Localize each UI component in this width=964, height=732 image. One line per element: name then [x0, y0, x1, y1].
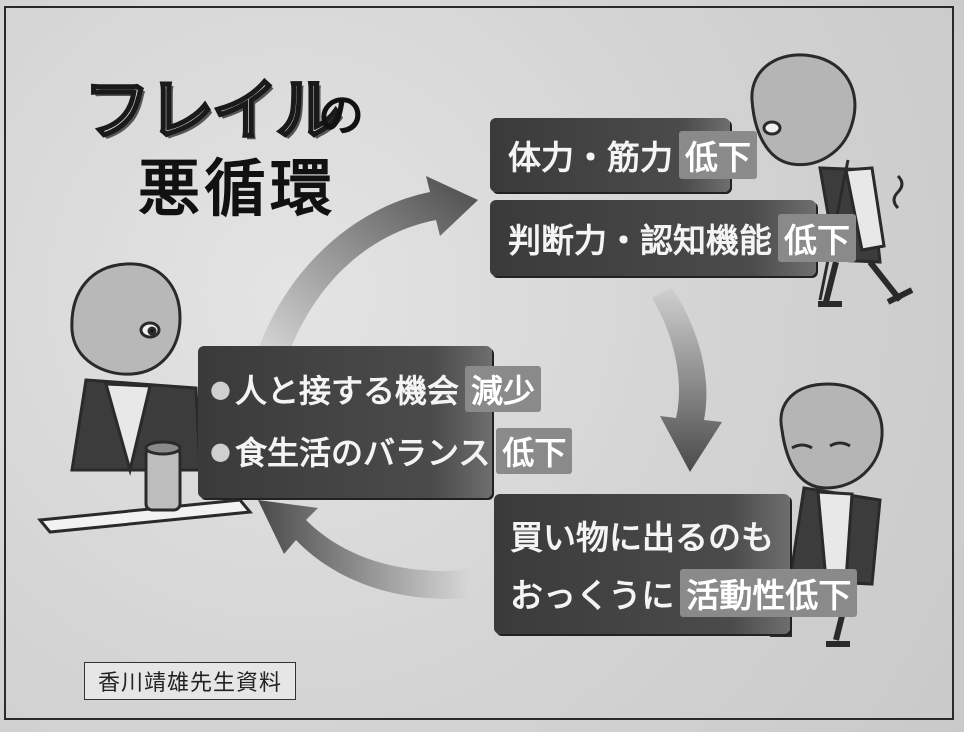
- box-physical-decline: 体力・筋力 低下: [490, 118, 757, 192]
- title-vicious-cycle: 悪循環: [138, 152, 337, 225]
- cognitive-label: 判断力・認知機能: [508, 221, 772, 260]
- cycle-arrow-up: [258, 176, 478, 350]
- title-frail: フレイル: [83, 72, 344, 149]
- source-credit: 香川靖雄先生資料: [84, 662, 296, 700]
- activity-line2: おっくうに: [510, 576, 675, 615]
- physical-label: 体力・筋力: [508, 138, 673, 177]
- title-particle: の: [318, 88, 364, 142]
- bullet-icon: ●: [210, 375, 231, 403]
- box-cognitive-decline: 判断力・認知機能 低下: [490, 200, 856, 276]
- box-social-diet: ● 人と接する機会 減少 ● 食生活のバランス 低下: [198, 346, 573, 498]
- box-activity-decline: 買い物に出るのも おっくうに 活動性低下: [494, 494, 858, 634]
- elderly-man-tired: [770, 382, 884, 647]
- physical-highlight: 低下: [679, 131, 757, 179]
- activity-line1: 買い物に出るのも: [510, 518, 774, 557]
- diet-highlight: 低下: [496, 428, 573, 474]
- social-label: 人と接する機会: [234, 372, 459, 410]
- social-highlight: 減少: [464, 366, 541, 412]
- activity-highlight: 活動性低下: [680, 569, 858, 617]
- cycle-arrow-down: [652, 288, 722, 472]
- frame-border: [4, 6, 954, 720]
- cycle-arrow-left: [258, 500, 468, 599]
- diet-label: 食生活のバランス: [234, 434, 491, 472]
- bullet-icon: ●: [210, 437, 231, 465]
- elderly-man-sitting: [37, 262, 253, 534]
- cognitive-highlight: 低下: [778, 214, 856, 262]
